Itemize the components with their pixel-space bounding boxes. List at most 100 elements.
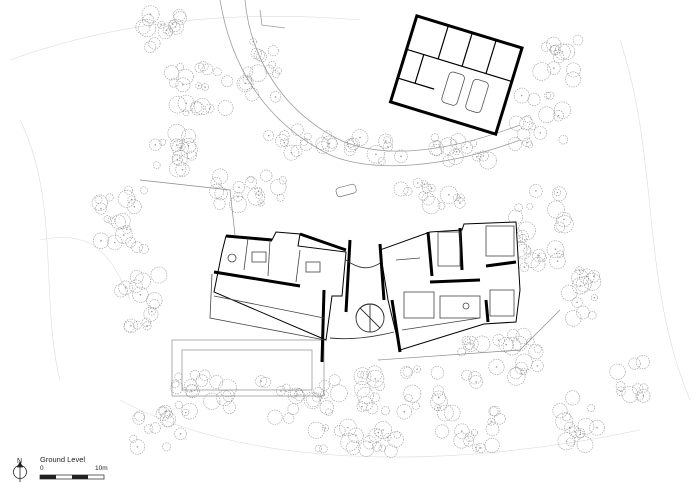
tree-canopy xyxy=(257,199,265,207)
tree-canopy xyxy=(402,366,413,377)
tree-canopy xyxy=(435,424,450,439)
tree-canopy xyxy=(194,62,205,73)
tree-trunk xyxy=(136,446,139,448)
tree-canopy xyxy=(430,144,443,156)
tree-canopy xyxy=(125,236,137,248)
tree-canopy xyxy=(366,145,386,164)
tree-canopy xyxy=(575,428,586,439)
tree-trunk xyxy=(126,228,128,231)
tree-trunk xyxy=(280,390,282,392)
tree-canopy xyxy=(122,224,132,234)
tree-canopy xyxy=(411,401,420,410)
tree-canopy xyxy=(134,272,151,290)
tree-canopy xyxy=(498,337,514,353)
tree-canopy xyxy=(141,317,151,328)
north-arrow-icon xyxy=(13,461,27,482)
tree-trunk xyxy=(208,107,211,110)
tree-trunk xyxy=(258,194,260,196)
tree-canopy xyxy=(276,193,285,202)
tree-canopy xyxy=(280,138,289,147)
tree-canopy xyxy=(430,393,448,412)
tree-canopy xyxy=(138,18,157,37)
tree-canopy xyxy=(195,82,203,90)
tree-canopy xyxy=(182,408,190,416)
tree-trunk xyxy=(384,140,387,142)
tree-trunk xyxy=(181,168,184,171)
tree-canopy xyxy=(114,283,128,298)
tree-canopy xyxy=(400,366,413,379)
tree-canopy xyxy=(155,406,171,421)
tree-canopy xyxy=(527,93,541,106)
tree-canopy xyxy=(149,299,160,310)
tree-canopy xyxy=(312,392,322,403)
tree-canopy xyxy=(182,109,190,117)
tree-trunk xyxy=(179,433,182,435)
tree-canopy xyxy=(431,390,446,405)
tree-canopy xyxy=(283,412,295,424)
tree-canopy xyxy=(124,185,134,195)
tree-canopy xyxy=(374,421,393,439)
tree-canopy xyxy=(579,268,595,285)
tree-trunk xyxy=(556,260,559,262)
tree-trunk xyxy=(448,194,450,196)
tree-canopy xyxy=(472,152,482,162)
tree-canopy xyxy=(368,428,383,443)
tree-canopy xyxy=(210,176,222,188)
tree-canopy xyxy=(299,138,313,152)
tree-canopy xyxy=(232,181,246,194)
tree-canopy xyxy=(394,149,408,164)
tree-canopy xyxy=(132,286,149,303)
tree-canopy xyxy=(517,221,536,241)
tree-trunk xyxy=(204,86,206,88)
tree-trunk xyxy=(557,114,560,117)
central-link xyxy=(329,259,395,340)
tree-canopy xyxy=(164,65,180,81)
tree-canopy xyxy=(526,203,534,210)
tree-trunk xyxy=(459,196,462,199)
tree-canopy xyxy=(470,429,478,437)
tree-canopy xyxy=(533,126,548,140)
tree-canopy xyxy=(513,87,530,104)
tree-canopy xyxy=(236,75,254,93)
tree-canopy xyxy=(103,215,112,223)
tree-trunk xyxy=(620,390,622,393)
tree-canopy xyxy=(453,432,470,449)
tree-canopy xyxy=(253,49,266,61)
tree-canopy xyxy=(170,381,184,394)
tree-canopy xyxy=(556,250,564,258)
tree-trunk xyxy=(387,146,389,148)
tree-canopy xyxy=(432,140,441,148)
tree-canopy xyxy=(507,329,520,342)
tree-canopy xyxy=(306,393,321,408)
tree-canopy xyxy=(552,110,565,122)
tree-canopy xyxy=(212,168,229,185)
tree-trunk xyxy=(386,436,389,439)
tree-canopy xyxy=(176,63,184,71)
tree-canopy xyxy=(162,414,175,427)
tree-canopy xyxy=(186,150,197,161)
tree-canopy xyxy=(427,184,436,192)
garage-building xyxy=(388,13,524,136)
tree-canopy xyxy=(514,203,523,212)
tree-canopy xyxy=(556,211,572,227)
trees-layer xyxy=(91,5,651,458)
tree-canopy xyxy=(209,183,225,199)
tree-canopy xyxy=(351,129,369,146)
tree-canopy xyxy=(442,155,455,168)
tree-canopy xyxy=(489,405,501,417)
tree-canopy xyxy=(249,37,257,46)
tree-canopy xyxy=(529,184,543,198)
tree-canopy xyxy=(588,311,597,320)
tree-canopy xyxy=(549,253,566,270)
tree-canopy xyxy=(319,444,328,454)
tree-canopy xyxy=(158,404,172,418)
tree-canopy xyxy=(528,122,537,131)
tree-canopy xyxy=(268,60,276,69)
tree-trunk xyxy=(124,287,127,289)
tree-canopy xyxy=(519,116,534,131)
tree-canopy xyxy=(157,20,165,29)
tree-canopy xyxy=(515,327,532,344)
tree-canopy xyxy=(171,139,189,157)
tree-canopy xyxy=(316,140,330,154)
north-label: N xyxy=(17,458,23,465)
